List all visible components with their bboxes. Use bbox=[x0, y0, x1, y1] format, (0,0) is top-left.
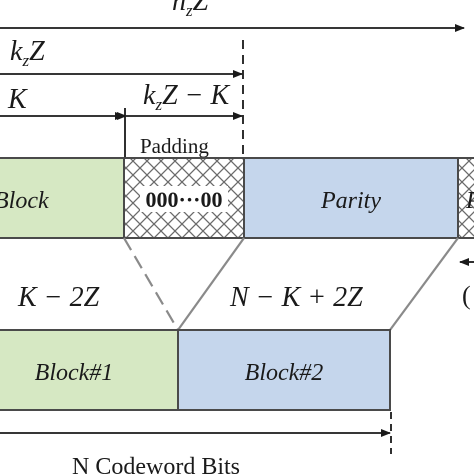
parity-label: Parity bbox=[320, 188, 381, 214]
zeros-label: 000···00 bbox=[145, 187, 222, 212]
connector-right bbox=[389, 237, 459, 331]
info-block bbox=[0, 157, 125, 239]
zeros-background bbox=[140, 186, 228, 212]
n-codeword-bits-label: N Codeword Bits bbox=[72, 454, 240, 474]
info-block-label: Block bbox=[0, 188, 49, 214]
block1-label: Block#1 bbox=[35, 360, 114, 386]
next-parity-cut-label: P bbox=[465, 188, 474, 214]
n-minus-k-plus-2z-label: N − K + 2Z bbox=[229, 282, 363, 313]
parity-block bbox=[243, 157, 459, 239]
next-padding-block bbox=[457, 157, 474, 239]
padding-label: Padding bbox=[140, 134, 209, 158]
connector-left bbox=[177, 237, 245, 331]
k-minus-2z-label: K − 2Z bbox=[17, 282, 100, 313]
kz-z-label: kzZ bbox=[10, 36, 45, 70]
k-label: K bbox=[7, 84, 28, 115]
nz-z-label: nzZ bbox=[172, 0, 209, 20]
connector-dashed bbox=[123, 237, 179, 331]
block2 bbox=[177, 329, 391, 411]
block2-label: Block#2 bbox=[245, 360, 324, 386]
paren-cut-label: ( bbox=[462, 281, 471, 310]
kz-z-minus-k-label: kzZ − K bbox=[143, 80, 231, 114]
